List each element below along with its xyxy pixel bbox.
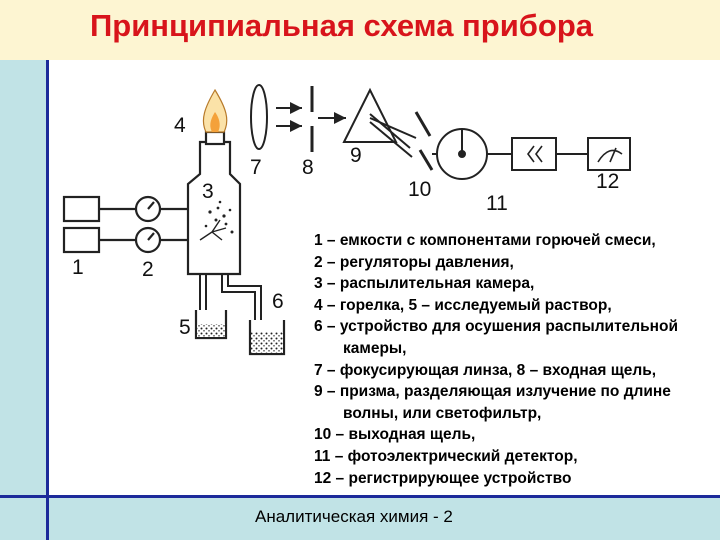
legend-item: 4 – горелка, 5 – исследуемый раствор,: [314, 296, 612, 314]
footer-bar: [0, 497, 720, 540]
legend-item-continuation: камеры,: [343, 339, 407, 357]
instrument-schematic: 1 2 3 4 5 6 7 8 9 10 11 12: [62, 84, 631, 356]
nebulizer-spray: [199, 219, 227, 241]
label-11: 11: [486, 192, 508, 215]
label-9: 9: [350, 144, 362, 167]
sample-solution: [197, 324, 225, 337]
label-12: 12: [596, 170, 619, 193]
label-8: 8: [302, 156, 314, 179]
spray-particles: [204, 200, 234, 234]
label-6: 6: [272, 290, 284, 313]
slide-title: Принципиальная схема прибора: [90, 8, 594, 43]
title-bar: [0, 0, 720, 60]
exit-slit-lower: [418, 149, 434, 171]
label-10: 10: [408, 178, 431, 201]
label-1: 1: [72, 256, 84, 279]
amplifier: [511, 137, 557, 171]
legend-item: 9 – призма, разделяющая излучение по дли…: [314, 383, 671, 401]
legend-item: 10 – выходная щель,: [314, 426, 476, 444]
legend-item: 6 – устройство для осушения распылительн…: [314, 318, 679, 336]
left-band: [0, 60, 47, 497]
legend-item: 12 – регистрирующее устройство: [314, 469, 572, 487]
label-7: 7: [250, 156, 262, 179]
label-2: 2: [142, 258, 154, 281]
horizontal-rule: [0, 495, 720, 498]
gas-tank-lower: [62, 226, 101, 254]
legend: 1 – емкости с компонентами горючей смеси…: [314, 230, 714, 489]
recorder: [587, 137, 631, 171]
legend-item: 2 – регуляторы давления,: [314, 253, 514, 271]
label-3: 3: [202, 180, 214, 203]
label-4: 4: [174, 114, 186, 137]
vertical-rule: [46, 60, 49, 540]
legend-item: 3 – распылительная камера,: [314, 275, 535, 293]
legend-item-continuation: волны, или светофильтр,: [343, 404, 542, 422]
focusing-lens: [250, 84, 268, 150]
gas-tank-upper: [62, 195, 101, 223]
legend-item: 11 – фотоэлектрический детектор,: [314, 447, 578, 465]
label-5: 5: [179, 316, 191, 339]
exit-slit-upper: [414, 111, 432, 137]
spray-chamber: [186, 140, 242, 276]
flame: [202, 88, 228, 133]
legend-item: 1 – емкости с компонентами горючей смеси…: [314, 232, 656, 249]
footer-text: Аналитическая химия - 2: [255, 507, 453, 526]
drying-agent: [251, 332, 283, 353]
legend-item: 7 – фокусирующая линза, 8 – входная щель…: [314, 361, 657, 379]
prism: [342, 87, 398, 143]
